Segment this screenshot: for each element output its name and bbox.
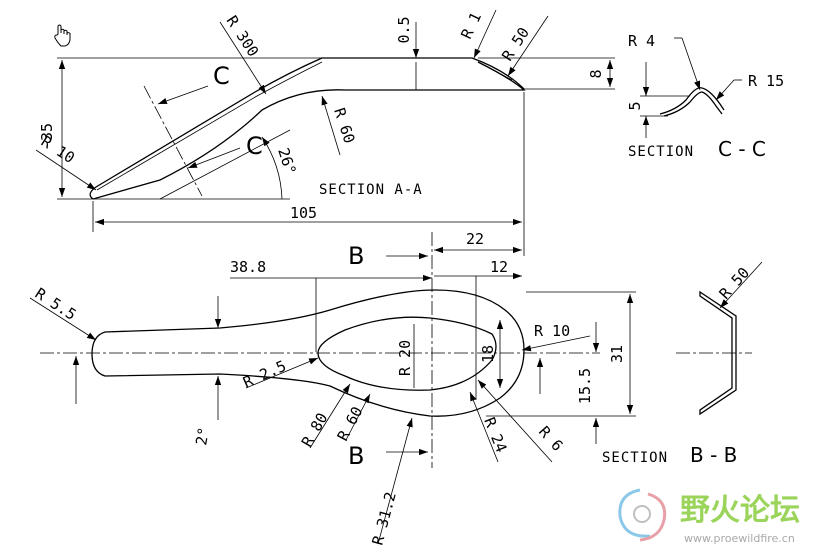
cut-label-c-upper: C [213,62,230,90]
section-a-a-view: 35 8 0.5 R 300 R 1 R 50 R 10 R 60 26° C … [35,10,615,256]
dim-35: 35 [38,123,56,141]
dim-105: 105 [290,204,317,222]
section-c-c-title: SECTION [628,144,694,160]
dim-r6: R 6 [535,423,567,455]
section-b-b-view: R 50 SECTION B - B [602,261,763,467]
dim-5-cc: 5 [626,101,644,110]
section-b-b-title: SECTION [602,450,668,466]
dim-r10-plan: R 10 [534,322,570,340]
section-a-a-title: SECTION A-A [319,182,423,198]
dim-38-8: 38.8 [230,258,266,276]
section-b-b-letters: B - B [690,443,737,467]
spoon-side-profile-outer [89,57,525,200]
cut-label-b-upper: B [348,242,364,270]
dim-r80: R 80 [298,410,332,450]
spoon-plan-outline [91,289,525,417]
dim-18: 18 [479,345,497,363]
dim-r50-bb: R 50 [716,264,754,303]
cut-label-b-lower: B [348,442,364,470]
dim-r20: R 20 [396,340,414,376]
dim-r31-2: R 31.2 [368,490,399,547]
dim-0-5: 0.5 [395,16,413,43]
dim-r60-plan: R 60 [334,404,367,444]
dim-r10-side: R 10 [38,132,78,167]
dim-8: 8 [587,69,605,78]
spoon-plan-view: B B 22 12 38.8 R 5.5 R 20 18 R 10 31 [29,230,752,547]
hand-cursor-icon [54,24,71,47]
dim-15-5: 15.5 [576,368,594,404]
watermark-title: 野火论坛 [680,493,800,528]
dim-r60-side: R 60 [330,106,358,146]
spoon-side-profile-inner [92,61,526,200]
cut-label-c-lower: C [246,132,263,160]
section-b-b-profile [699,290,737,416]
spoon-bowl-inner [317,316,497,391]
dim-r24: R 24 [480,415,510,455]
dim-r15: R 15 [748,72,784,90]
dim-12: 12 [490,258,508,276]
site-watermark: 野火论坛 www.proewildfire.cn [618,488,800,545]
dim-r4: R 4 [628,32,655,50]
dim-31: 31 [608,345,626,363]
watermark-url: www.proewildfire.cn [684,532,795,545]
section-c-c-profile [659,87,725,117]
dim-r1: R 1 [457,10,485,42]
dim-angle-2: 2° [192,426,213,447]
section-c-c-letters: C - C [718,137,766,161]
watermark-logo-icon [618,488,667,542]
dim-22: 22 [466,230,484,248]
section-c-c-view: 5 R 4 R 15 SECTION C - C [626,32,784,161]
dim-r2-5: R 2.5 [240,357,289,392]
dim-r300: R 300 [223,12,263,60]
